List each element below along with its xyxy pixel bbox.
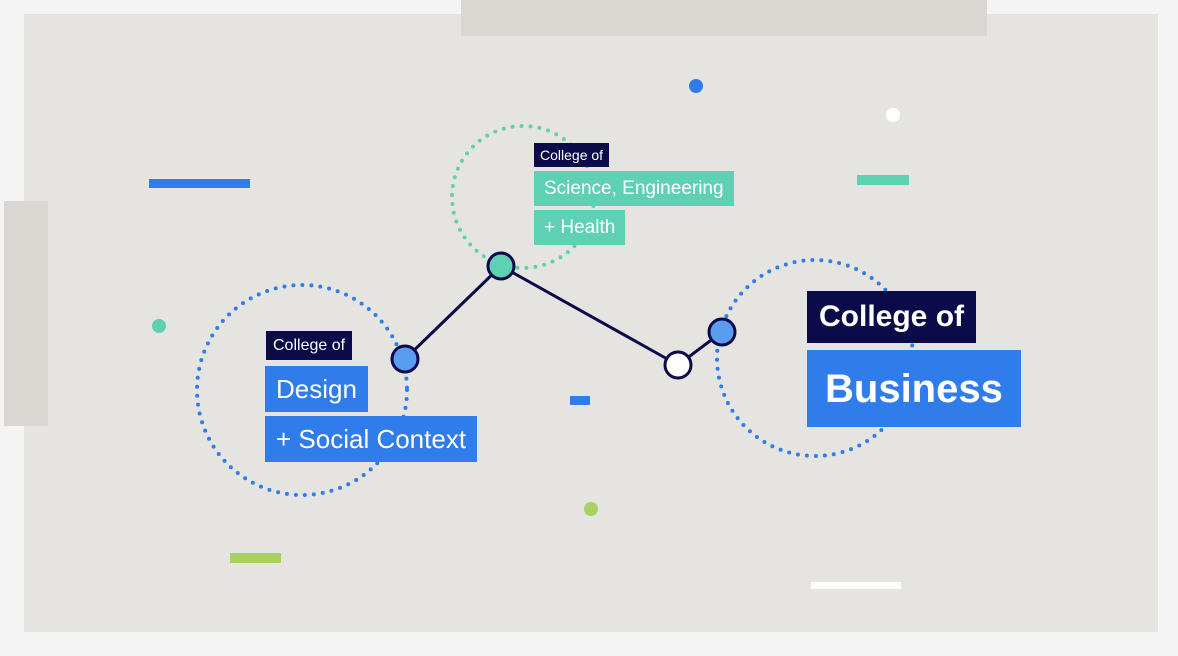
science-node xyxy=(486,251,516,281)
junction-node xyxy=(663,350,693,380)
science-name-line1: Science, Engineering xyxy=(534,171,734,206)
connector-line xyxy=(403,264,723,367)
design-node xyxy=(390,344,420,374)
left-shade-block xyxy=(4,201,48,426)
deco-bar-blue-left xyxy=(149,179,250,188)
business-node xyxy=(707,317,737,347)
deco-bar-blue-small xyxy=(570,396,590,405)
design-name-line2: + Social Context xyxy=(265,416,478,462)
top-shade-block xyxy=(461,0,987,36)
design-dotted-circle xyxy=(195,283,409,497)
design-college-of-label: College of xyxy=(266,331,353,360)
deco-bar-white xyxy=(811,582,901,589)
deco-dot-green xyxy=(584,502,598,516)
business-name-line1: Business xyxy=(807,350,1021,427)
deco-dot-teal xyxy=(152,319,166,333)
business-college-of-label: College of xyxy=(807,291,977,343)
science-college-of-label: College of xyxy=(534,143,610,167)
science-name-line2: + Health xyxy=(534,210,626,245)
deco-bar-green xyxy=(230,553,281,563)
deco-dot-white xyxy=(886,108,900,122)
design-name-line1: Design xyxy=(265,366,368,412)
deco-dot-blue xyxy=(689,79,703,93)
deco-bar-teal-right xyxy=(857,175,909,185)
